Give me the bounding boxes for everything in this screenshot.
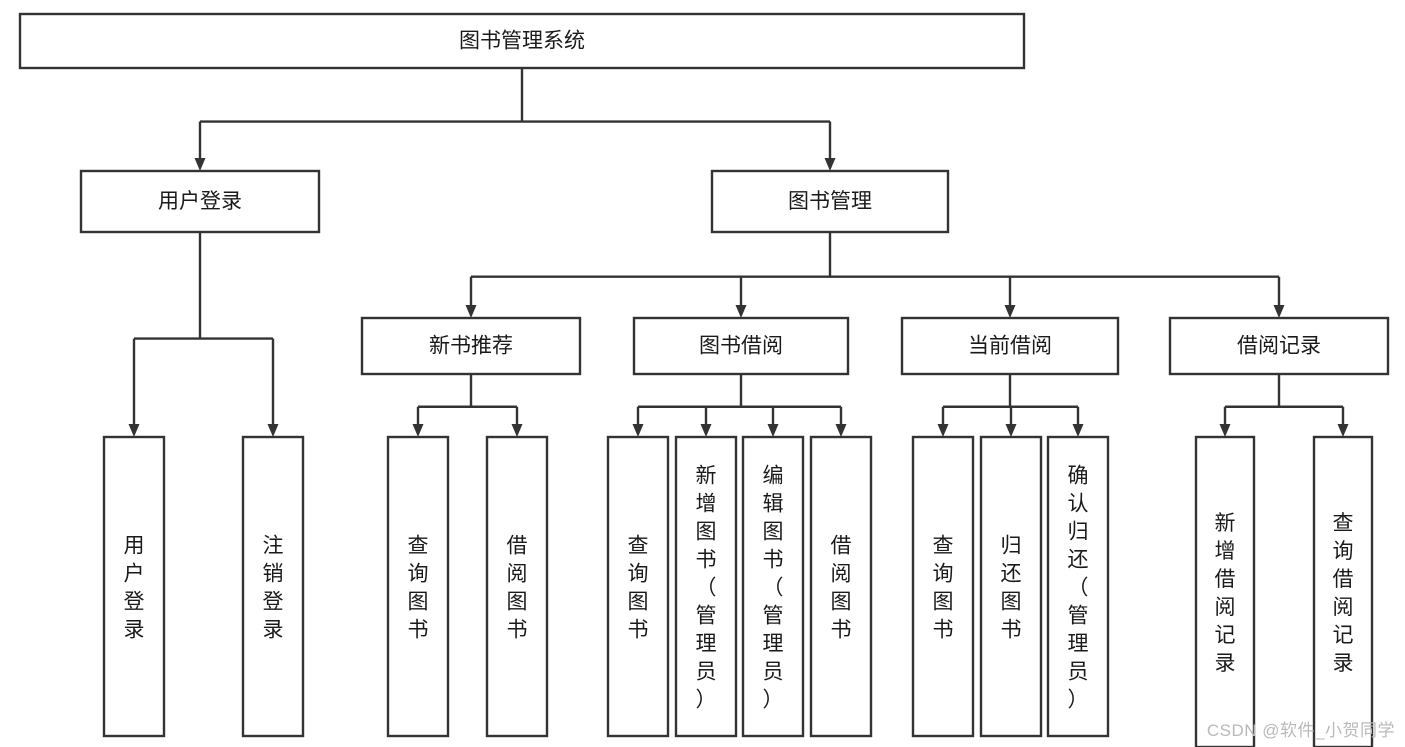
node-box-book-manage: [710, 169, 950, 234]
arrow-head-icon: [735, 305, 747, 318]
connector-group-user-login: [128, 232, 279, 437]
arrow-head-icon: [1004, 305, 1016, 318]
node-label-leaf-query-book-2: 查询图书: [628, 534, 649, 641]
arrow-head-icon: [835, 424, 847, 437]
arrow-head-icon: [1273, 305, 1285, 318]
node-label-leaf-add-book-admin: 新增图书（管理员）: [696, 464, 717, 711]
node-label-leaf-query-book-1: 查询图书: [408, 534, 429, 641]
connector-group-root: [194, 68, 836, 171]
node-label-leaf-borrow-book-2: 借阅图书: [831, 534, 852, 641]
node-current-borrow[interactable]: 当前借阅: [900, 316, 1120, 376]
node-box-root: [18, 12, 1026, 70]
arrow-head-icon: [1005, 424, 1017, 437]
arrow-head-icon: [632, 424, 644, 437]
node-box-leaf-confirm-return-admin: [1046, 435, 1110, 738]
node-box-leaf-borrow-book-1: [485, 435, 549, 738]
node-leaf-return-book[interactable]: 归还图书: [979, 435, 1043, 738]
arrow-head-icon: [824, 158, 836, 171]
node-label-leaf-add-borrow-record: 新增借阅记录: [1215, 512, 1236, 675]
node-leaf-add-book-admin[interactable]: 新增图书（管理员）: [674, 435, 738, 738]
node-box-leaf-query-book-1: [386, 435, 450, 738]
node-leaf-confirm-return-admin[interactable]: 确认归还（管理员）: [1046, 435, 1110, 738]
node-label-leaf-borrow-book-1: 借阅图书: [507, 534, 528, 641]
node-book-borrow[interactable]: 图书借阅: [632, 316, 850, 376]
node-box-leaf-user-login: [102, 435, 166, 738]
node-box-current-borrow: [900, 316, 1120, 376]
node-leaf-edit-book-admin[interactable]: 编辑图书（管理员）: [741, 435, 805, 738]
node-box-book-borrow: [632, 316, 850, 376]
node-new-book-rec[interactable]: 新书推荐: [360, 316, 582, 376]
node-layer: 图书管理系统用户登录图书管理新书推荐图书借阅当前借阅借阅记录用户登录注销登录查询…: [18, 12, 1390, 747]
arrow-head-icon: [700, 424, 712, 437]
node-leaf-user-logout[interactable]: 注销登录: [241, 435, 305, 738]
arrow-head-icon: [412, 424, 424, 437]
arrow-head-icon: [767, 424, 779, 437]
node-box-user-login: [79, 169, 321, 234]
node-box-leaf-query-book-2: [606, 435, 670, 738]
node-leaf-query-book-1[interactable]: 查询图书: [386, 435, 450, 738]
connector-group-current-borrow: [937, 374, 1084, 437]
arrow-head-icon: [128, 424, 140, 437]
node-box-leaf-return-book: [979, 435, 1043, 738]
arrow-head-icon: [511, 424, 523, 437]
node-label-book-manage: 图书管理: [788, 190, 872, 213]
node-label-new-book-rec: 新书推荐: [429, 335, 513, 358]
node-user-login[interactable]: 用户登录: [79, 169, 321, 234]
node-box-leaf-edit-book-admin: [741, 435, 805, 738]
node-box-new-book-rec: [360, 316, 582, 376]
node-label-leaf-edit-book-admin: 编辑图书（管理员）: [763, 464, 784, 711]
node-box-leaf-borrow-book-2: [809, 435, 873, 738]
node-label-leaf-user-logout: 注销登录: [263, 534, 284, 641]
connector-group-book-manage: [465, 232, 1285, 318]
node-leaf-borrow-book-1[interactable]: 借阅图书: [485, 435, 549, 738]
node-label-user-login: 用户登录: [158, 190, 242, 213]
node-label-current-borrow: 当前借阅: [968, 335, 1052, 358]
node-leaf-query-book-3[interactable]: 查询图书: [911, 435, 975, 738]
node-label-leaf-user-login: 用户登录: [124, 534, 145, 641]
connector-group-new-book-rec: [412, 374, 523, 437]
node-box-leaf-query-book-3: [911, 435, 975, 738]
node-label-leaf-query-book-3: 查询图书: [933, 534, 954, 641]
node-box-leaf-add-borrow-record: [1194, 435, 1256, 747]
node-label-borrow-record: 借阅记录: [1237, 335, 1321, 358]
node-root[interactable]: 图书管理系统: [18, 12, 1026, 70]
arrow-head-icon: [267, 424, 279, 437]
connector-layer: [128, 68, 1349, 437]
node-leaf-add-borrow-record[interactable]: 新增借阅记录: [1194, 435, 1256, 747]
node-leaf-borrow-book-2[interactable]: 借阅图书: [809, 435, 873, 738]
node-leaf-query-book-2[interactable]: 查询图书: [606, 435, 670, 738]
connector-group-borrow-record: [1219, 374, 1349, 437]
node-leaf-user-login[interactable]: 用户登录: [102, 435, 166, 738]
arrow-head-icon: [1337, 424, 1349, 437]
node-book-manage[interactable]: 图书管理: [710, 169, 950, 234]
arrow-head-icon: [194, 158, 206, 171]
node-label-leaf-query-borrow-record: 查询借阅记录: [1333, 512, 1354, 675]
node-box-leaf-query-borrow-record: [1312, 435, 1374, 747]
node-box-borrow-record: [1168, 316, 1390, 376]
node-borrow-record[interactable]: 借阅记录: [1168, 316, 1390, 376]
node-label-book-borrow: 图书借阅: [699, 335, 783, 358]
arrow-head-icon: [1072, 424, 1084, 437]
arrow-head-icon: [1219, 424, 1231, 437]
node-label-root: 图书管理系统: [459, 30, 585, 53]
node-label-leaf-return-book: 归还图书: [1001, 534, 1022, 641]
node-box-leaf-add-book-admin: [674, 435, 738, 738]
node-leaf-query-borrow-record[interactable]: 查询借阅记录: [1312, 435, 1374, 747]
node-box-leaf-user-logout: [241, 435, 305, 738]
arrow-head-icon: [465, 305, 477, 318]
arrow-head-icon: [937, 424, 949, 437]
watermark-label: CSDN @软件_小贺同学: [1206, 721, 1395, 740]
node-label-leaf-confirm-return-admin: 确认归还（管理员）: [1068, 464, 1089, 711]
connector-group-book-borrow: [632, 374, 847, 437]
